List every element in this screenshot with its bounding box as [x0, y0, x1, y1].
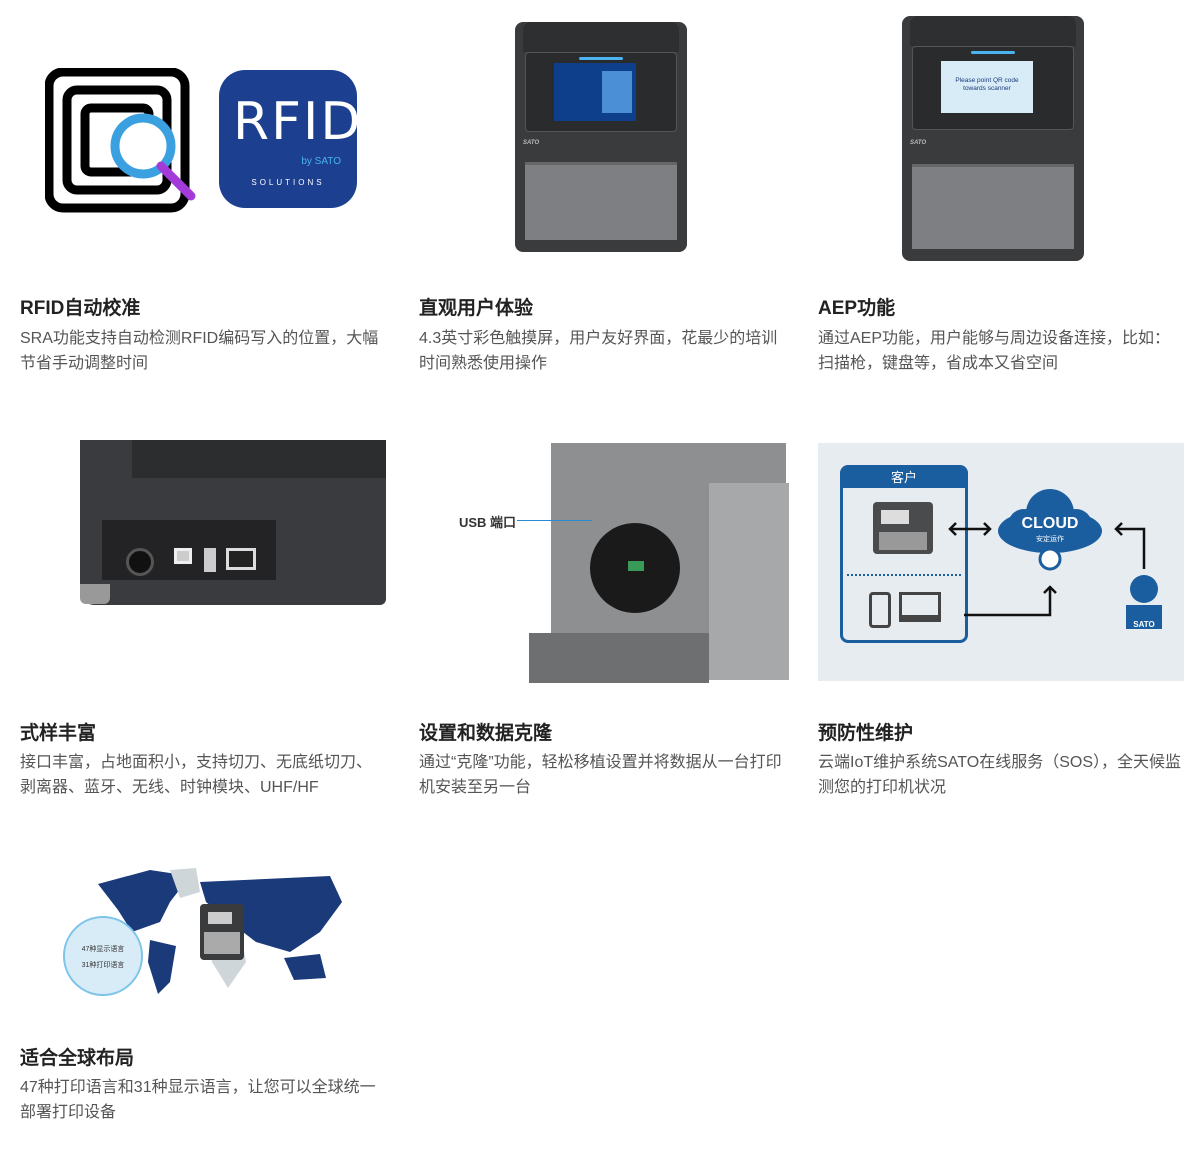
printer-icon: [200, 904, 244, 960]
feature-desc: SRA功能支持自动检测RFID编码写入的位置，大幅节省手动调整时间: [20, 330, 379, 372]
feature-title: 直观用户体验: [419, 298, 534, 319]
customer-label: 客户: [843, 468, 965, 488]
logo-text: RFID: [233, 92, 363, 152]
world-map-icon: [98, 868, 342, 994]
cloud-diagram-image: 客户 CLOUD 安定运作 SATO: [818, 443, 1184, 681]
feature-desc: 通过AEP功能，用户能够与周边设备连接，比如：扫描枪，键盘等，省成本又省空间: [818, 330, 1171, 372]
feature-title: AEP功能: [818, 298, 896, 319]
printer-touchscreen-image: SATO: [419, 10, 789, 265]
rfid-image: RFID by SATO SOLUTIONS: [20, 10, 390, 265]
printer-illustration: Please point QR code towards scanner SAT…: [902, 16, 1084, 261]
touchscreen: [554, 63, 636, 121]
usb-port-image: USB 端口: [419, 443, 789, 683]
support-label: SATO: [1133, 620, 1155, 629]
cloud-sub-label: 安定运作: [1036, 536, 1064, 543]
touchscreen: Please point QR code towards scanner: [941, 61, 1033, 113]
usb-port-callout: USB 端口: [459, 515, 517, 530]
connection-arrows: [948, 489, 1162, 629]
language-circle: 47种显示语言 31种打印语言: [63, 916, 143, 996]
printer-interfaces-image: [20, 440, 390, 610]
print-languages-label: 31种打印语言: [81, 962, 125, 969]
feature-title: 适合全球布局: [20, 1048, 135, 1069]
power-port-icon: [126, 548, 154, 576]
display-languages-label: 47种显示语言: [81, 946, 125, 953]
feature-desc: 接口丰富，占地面积小，支持切刀、无底纸切刀、剥离器、蓝牙、无线、时钟模块、UHF…: [20, 754, 373, 796]
printer-aep-image: Please point QR code towards scanner SAT…: [818, 10, 1188, 265]
rfid-solutions-logo: RFID by SATO SOLUTIONS: [219, 70, 360, 208]
tablet-icon: [869, 592, 891, 628]
feature-desc: 通过“克隆”功能，轻松移植设置并将数据从一台打印机安装至另一台: [419, 754, 782, 796]
usb-port-zoom-circle: [590, 523, 680, 613]
ethernet-port-icon: [226, 548, 256, 570]
feature-title: 设置和数据克隆: [419, 723, 553, 744]
feature-desc: 4.3英寸彩色触摸屏，用户友好界面，花最少的培训时间熟悉使用操作: [419, 330, 778, 372]
feature-desc: 47种打印语言和31种显示语言，让您可以全球统一部署打印设备: [20, 1079, 376, 1121]
brand-label: SATO: [523, 140, 540, 146]
laptop-icon: [899, 592, 941, 622]
feature-title: 式样丰富: [20, 723, 97, 744]
customer-box: 客户: [840, 465, 968, 643]
cloud-label: CLOUD: [1021, 515, 1079, 532]
logo-sub: SOLUTIONS: [251, 178, 325, 187]
usb-a-port-icon: [204, 548, 216, 572]
world-map-image: 47种显示语言 31种打印语言: [20, 862, 390, 1000]
logo-by: by SATO: [301, 156, 341, 167]
rfid-tag-icon: [45, 68, 196, 213]
brand-label: SATO: [910, 140, 927, 146]
feature-desc: 云端IoT维护系统SATO在线服务（SOS），全天候监测您的打印机状况: [818, 754, 1181, 796]
feature-title: 预防性维护: [818, 723, 914, 744]
feature-title: RFID自动校准: [20, 298, 141, 319]
printer-icon: [873, 502, 933, 554]
usb-b-port-icon: [174, 548, 192, 564]
printer-illustration: SATO: [515, 22, 687, 252]
